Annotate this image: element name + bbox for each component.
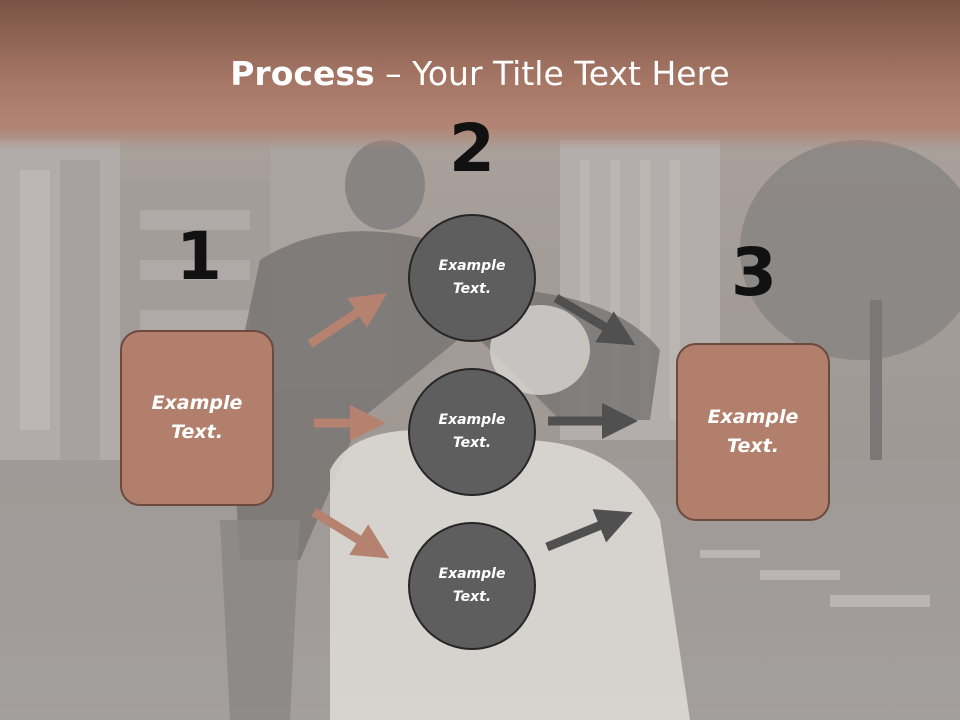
middle-circle-bottom-text: Example Text. [438,566,506,605]
middle-circle-center: Example Text. [408,368,536,496]
step-number-3: 3 [731,234,777,311]
step-3-text: Example Text. [707,406,799,457]
middle-circle-bottom: Example Text. [408,522,536,650]
arrow-top-to-3 [553,294,636,346]
arrow-bottom-to-3 [545,509,633,552]
page-title: Process – Your Title Text Here [0,52,960,96]
arrow-1-to-bottom [311,508,390,559]
step-number-1: 1 [176,218,222,295]
middle-circle-center-text: Example Text. [438,412,506,451]
step-number-2: 2 [449,110,495,187]
step-1-box: Example Text. [120,330,274,506]
title-rest: – Your Title Text Here [374,54,730,93]
arrow-1-to-top [307,293,388,348]
middle-circle-top-text: Example Text. [438,258,506,297]
title-bold: Process [230,54,375,93]
title-band [0,0,960,150]
step-3-box: Example Text. [676,343,830,521]
step-1-text: Example Text. [151,392,243,443]
middle-circle-top: Example Text. [408,214,536,342]
